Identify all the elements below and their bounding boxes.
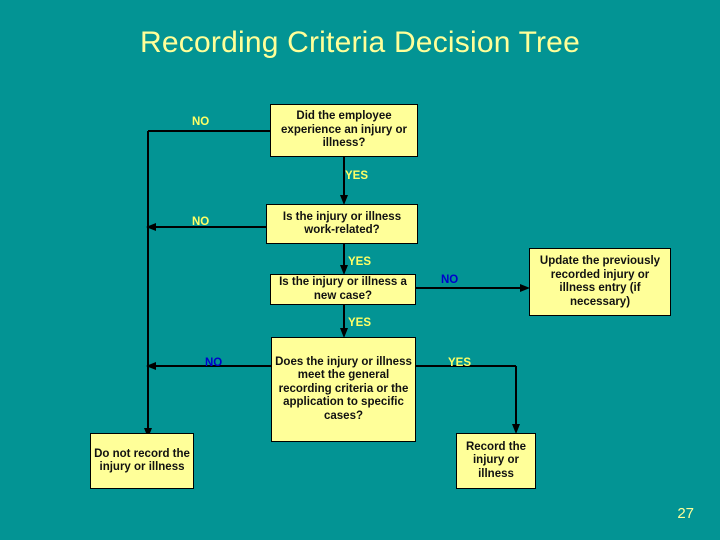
- node-q4[interactable]: Does the injury or illness meet the gene…: [271, 337, 416, 442]
- edge-label-no-2: NO: [192, 216, 210, 228]
- edge-label-yes-2: YES: [348, 256, 372, 268]
- node-q3[interactable]: Is the injury or illness a new case?: [270, 274, 416, 305]
- edge-label-yes-1: YES: [345, 170, 369, 182]
- edge-label-no-3: NO: [205, 357, 223, 369]
- edge-label-no-1: NO: [192, 116, 210, 128]
- node-q1[interactable]: Did the employee experience an injury or…: [270, 104, 418, 157]
- node-q2[interactable]: Is the injury or illness work-related?: [266, 204, 418, 244]
- node-update-entry[interactable]: Update the previously recorded injury or…: [529, 248, 671, 316]
- node-record[interactable]: Record the injury or illness: [456, 433, 536, 489]
- edge-label-no-4: NO: [441, 274, 459, 286]
- edge-label-yes-4: YES: [448, 357, 472, 369]
- slide-number: 27: [677, 505, 694, 522]
- node-do-not-record[interactable]: Do not record the injury or illness: [90, 433, 194, 489]
- page-title: Recording Criteria Decision Tree: [140, 26, 580, 59]
- edge-label-yes-3: YES: [348, 317, 372, 329]
